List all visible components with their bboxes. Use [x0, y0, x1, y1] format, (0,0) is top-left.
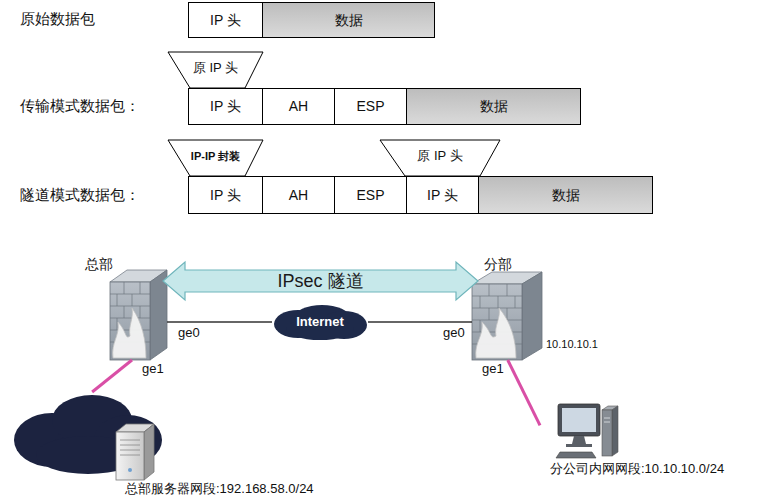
- firewall-icon: [472, 272, 542, 360]
- firewall-icon: [110, 270, 167, 360]
- node-text: 数据: [552, 187, 580, 203]
- packet-field-box: 数据: [262, 2, 435, 38]
- node-text: AH: [289, 98, 308, 114]
- node-text: 数据: [335, 12, 363, 28]
- packet-field-box: ESP: [334, 176, 407, 214]
- packet-field-box: IP 头: [406, 176, 479, 214]
- node-text: IPsec 隧道: [277, 271, 363, 292]
- node-text: 总部服务器网段:192.168.58.0/24: [125, 482, 314, 497]
- row-label: 原始数据包: [20, 10, 95, 27]
- port-label: ge1: [482, 362, 504, 377]
- packet-field-box: AH: [262, 88, 335, 125]
- header-trapezoid: 原 IP 头: [168, 52, 263, 88]
- network-link: [368, 322, 472, 323]
- packet-field-box: IP 头: [188, 2, 263, 38]
- port-label: ge1: [142, 362, 164, 377]
- node-text: 分公司内网网段:10.10.10.0/24: [550, 462, 724, 477]
- link-line: [508, 360, 540, 425]
- node-text: IP 头: [210, 187, 241, 203]
- node-text: IP 头: [427, 187, 458, 203]
- node-text: 数据: [480, 98, 508, 114]
- packet-field-box: 数据: [406, 88, 581, 125]
- node-text: 原 IP 头: [417, 149, 462, 164]
- node-text: IP 头: [210, 98, 241, 114]
- packet-field-box: ESP: [334, 88, 407, 125]
- ipsec-tunnel-band: IPsec 隧道: [163, 262, 478, 300]
- packet-field-box: IP 头: [188, 88, 263, 125]
- header-trapezoid: 原 IP 头: [380, 140, 500, 176]
- link-line: [92, 360, 132, 392]
- node-text: AH: [289, 187, 308, 203]
- header-trapezoid: IP-IP 封装: [168, 140, 263, 176]
- node-text: Internet: [296, 315, 344, 330]
- internet-cloud: Internet: [272, 304, 368, 340]
- network-segment-node: 总部服务器网段:192.168.58.0/24: [10, 392, 380, 500]
- node-text: ESP: [356, 98, 384, 114]
- node-text: IP 头: [210, 12, 241, 28]
- node-text: 总部: [85, 256, 113, 272]
- row-label: 隧道模式数据包：: [20, 186, 140, 203]
- network-link: [92, 360, 132, 392]
- node-text: 原 IP 头: [193, 61, 238, 76]
- node-text: IP-IP 封装: [191, 150, 240, 163]
- packet-field-box: IP 头: [188, 176, 263, 214]
- port-label: ge0: [443, 326, 465, 341]
- packet-field-box: 数据: [478, 176, 653, 214]
- network-link: [508, 360, 540, 425]
- node-text: 分部: [484, 256, 512, 272]
- port-label: 10.10.10.1: [546, 338, 598, 351]
- server-cloud-icon: [14, 395, 162, 480]
- firewall-node: 总部: [85, 256, 167, 360]
- port-label: ge0: [178, 326, 200, 341]
- packet-field-box: AH: [262, 176, 335, 214]
- firewall-node: 分部: [472, 256, 548, 360]
- node-text: ESP: [356, 187, 384, 203]
- network-segment-node: 分公司内网网段:10.10.10.0/24: [540, 392, 778, 482]
- row-label: 传输模式数据包：: [20, 97, 140, 114]
- link-line: [368, 321, 472, 323]
- network-link: [167, 322, 272, 323]
- pc-icon: [556, 404, 618, 458]
- link-line: [167, 321, 272, 323]
